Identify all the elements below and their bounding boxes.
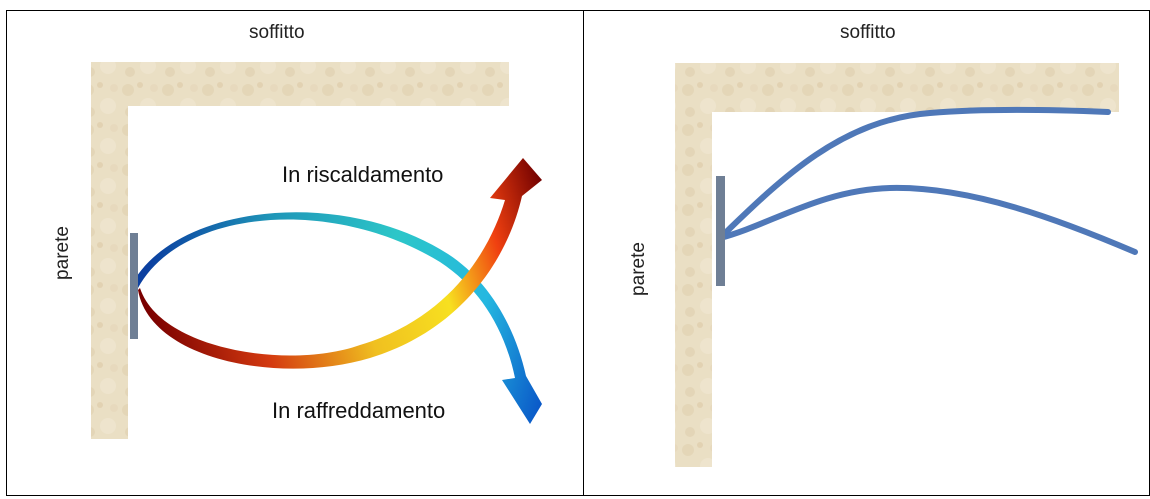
right-wall-ceiling xyxy=(675,63,1119,467)
right-wall-label: parete xyxy=(627,242,649,296)
left-wall-ceiling xyxy=(91,62,509,439)
right-wall-unit xyxy=(716,176,725,286)
airflow-lower-curve xyxy=(717,184,1138,255)
left-panel xyxy=(6,10,583,496)
left-wall-label: parete xyxy=(51,226,73,280)
right-ceiling-label: soffitto xyxy=(840,22,896,43)
left-ceiling-label: soffitto xyxy=(249,22,305,43)
right-panel xyxy=(583,10,1150,496)
heating-label: In riscaldamento xyxy=(282,162,444,187)
airflow-upper-curve xyxy=(717,106,1111,241)
cooling-label: In raffreddamento xyxy=(272,398,446,423)
left-wall-unit xyxy=(130,233,138,339)
heating-arrow xyxy=(138,158,542,369)
